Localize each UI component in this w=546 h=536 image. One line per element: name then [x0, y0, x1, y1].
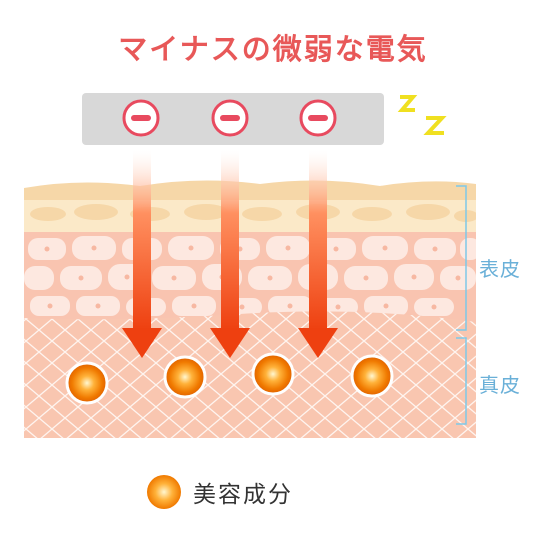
- down-arrow-icon: [210, 150, 250, 358]
- orange-dot-icon: [65, 361, 109, 405]
- epidermis-label: 表皮: [479, 257, 521, 281]
- dermis-bracket: [456, 337, 467, 425]
- orange-dot-icon: [163, 355, 207, 399]
- orange-dot-icon: [147, 475, 181, 509]
- legend: 美容成分: [147, 472, 293, 512]
- legend-label: 美容成分: [193, 482, 293, 508]
- minus-circle-icon: [122, 99, 160, 137]
- zigzag-spark-icon: [397, 95, 447, 135]
- orange-dot-icon: [350, 354, 394, 398]
- down-arrow-icon: [122, 150, 162, 358]
- orange-dot-icon: [251, 352, 295, 396]
- dermis-label: 真皮: [479, 373, 521, 397]
- epidermis-bracket: [456, 185, 467, 331]
- down-arrow-icon: [298, 150, 338, 358]
- minus-circle-icon: [299, 99, 337, 137]
- diagram-title: マイナスの微弱な電気: [118, 32, 428, 66]
- minus-circle-icon: [211, 99, 249, 137]
